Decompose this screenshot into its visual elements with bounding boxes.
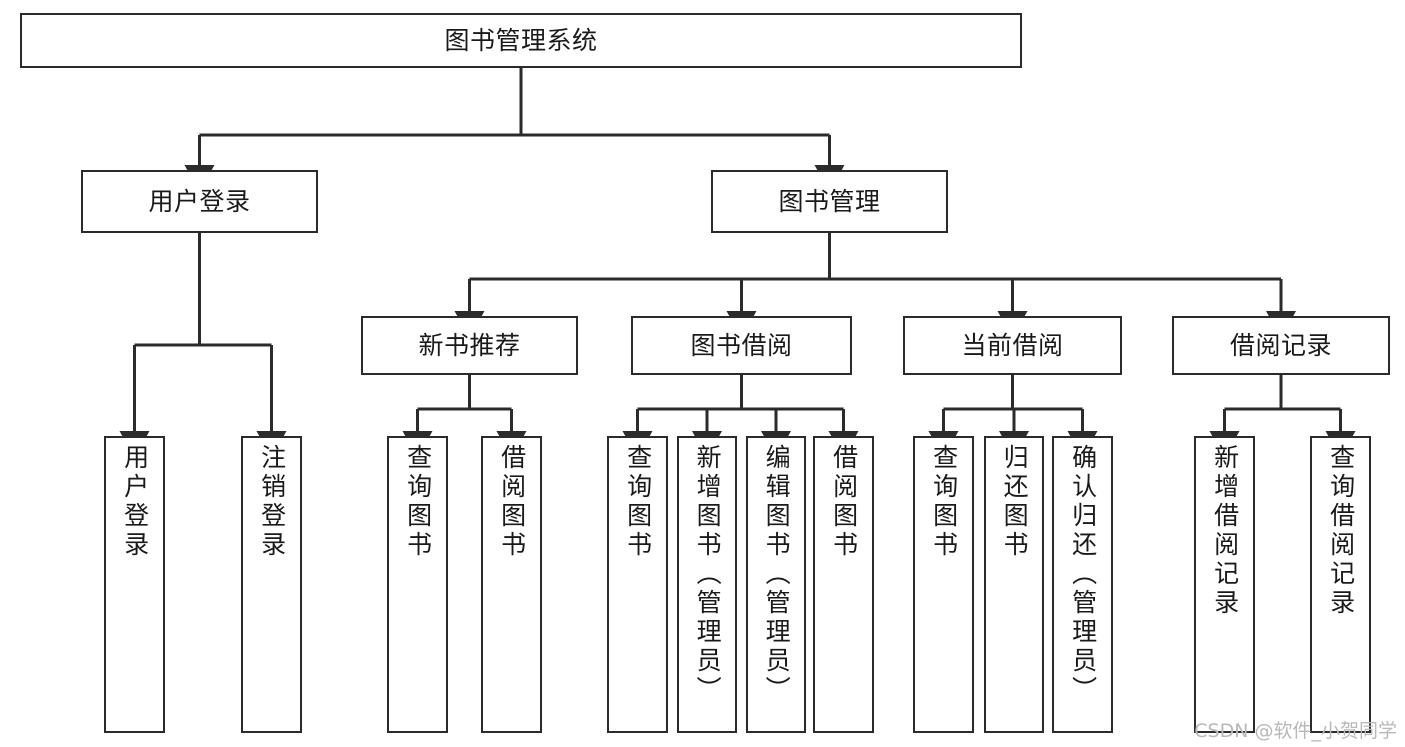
node-label: 归还图书 bbox=[1000, 444, 1030, 560]
node-new-book-rec[interactable]: 新书推荐 bbox=[361, 316, 578, 375]
node-leaf-9[interactable]: 查询图书 bbox=[913, 436, 974, 733]
node-leaf-10[interactable]: 归还图书 bbox=[984, 436, 1044, 733]
node-book-mgmt[interactable]: 图书管理 bbox=[711, 170, 948, 233]
node-label: 查询图书 bbox=[403, 444, 433, 560]
node-leaf-13[interactable]: 查询借阅记录 bbox=[1310, 436, 1371, 733]
node-leaf-12[interactable]: 新增借阅记录 bbox=[1194, 436, 1255, 733]
node-label: 确认归还（管理员） bbox=[1068, 444, 1098, 705]
node-label: 图书管理 bbox=[778, 186, 881, 216]
node-root[interactable]: 图书管理系统 bbox=[20, 13, 1022, 68]
node-label: 新增借阅记录 bbox=[1210, 444, 1240, 618]
node-label: 新增图书（管理员） bbox=[693, 444, 723, 705]
node-cur-borrow[interactable]: 当前借阅 bbox=[903, 316, 1122, 375]
node-label: 查询图书 bbox=[623, 444, 653, 560]
node-book-borrow[interactable]: 图书借阅 bbox=[631, 316, 852, 375]
node-label: 图书管理系统 bbox=[444, 25, 598, 55]
node-leaf-8[interactable]: 借阅图书 bbox=[813, 436, 874, 733]
node-leaf-3[interactable]: 查询图书 bbox=[387, 436, 448, 733]
node-label: 借阅记录 bbox=[1229, 330, 1332, 360]
node-label: 编辑图书（管理员） bbox=[762, 444, 792, 705]
node-leaf-7[interactable]: 编辑图书（管理员） bbox=[746, 436, 806, 733]
node-label: 借阅图书 bbox=[829, 444, 859, 560]
node-label: 当前借阅 bbox=[961, 330, 1064, 360]
node-leaf-1[interactable]: 用户登录 bbox=[104, 436, 165, 733]
node-label: 新书推荐 bbox=[418, 330, 521, 360]
watermark: CSDN @软件_小贺同学 bbox=[1194, 720, 1397, 742]
node-user-login[interactable]: 用户登录 bbox=[81, 170, 318, 233]
node-leaf-11[interactable]: 确认归还（管理员） bbox=[1052, 436, 1113, 733]
node-leaf-2[interactable]: 注销登录 bbox=[241, 436, 302, 733]
node-leaf-6[interactable]: 新增图书（管理员） bbox=[677, 436, 737, 733]
node-label: 用户登录 bbox=[120, 444, 150, 560]
node-label: 用户登录 bbox=[148, 186, 251, 216]
node-leaf-4[interactable]: 借阅图书 bbox=[481, 436, 542, 733]
node-leaf-5[interactable]: 查询图书 bbox=[607, 436, 668, 733]
node-label: 借阅图书 bbox=[497, 444, 527, 560]
node-label: 查询图书 bbox=[929, 444, 959, 560]
node-label: 注销登录 bbox=[257, 444, 287, 560]
node-label: 查询借阅记录 bbox=[1326, 444, 1356, 618]
node-label: 图书借阅 bbox=[690, 330, 793, 360]
node-borrow-log[interactable]: 借阅记录 bbox=[1172, 316, 1390, 375]
